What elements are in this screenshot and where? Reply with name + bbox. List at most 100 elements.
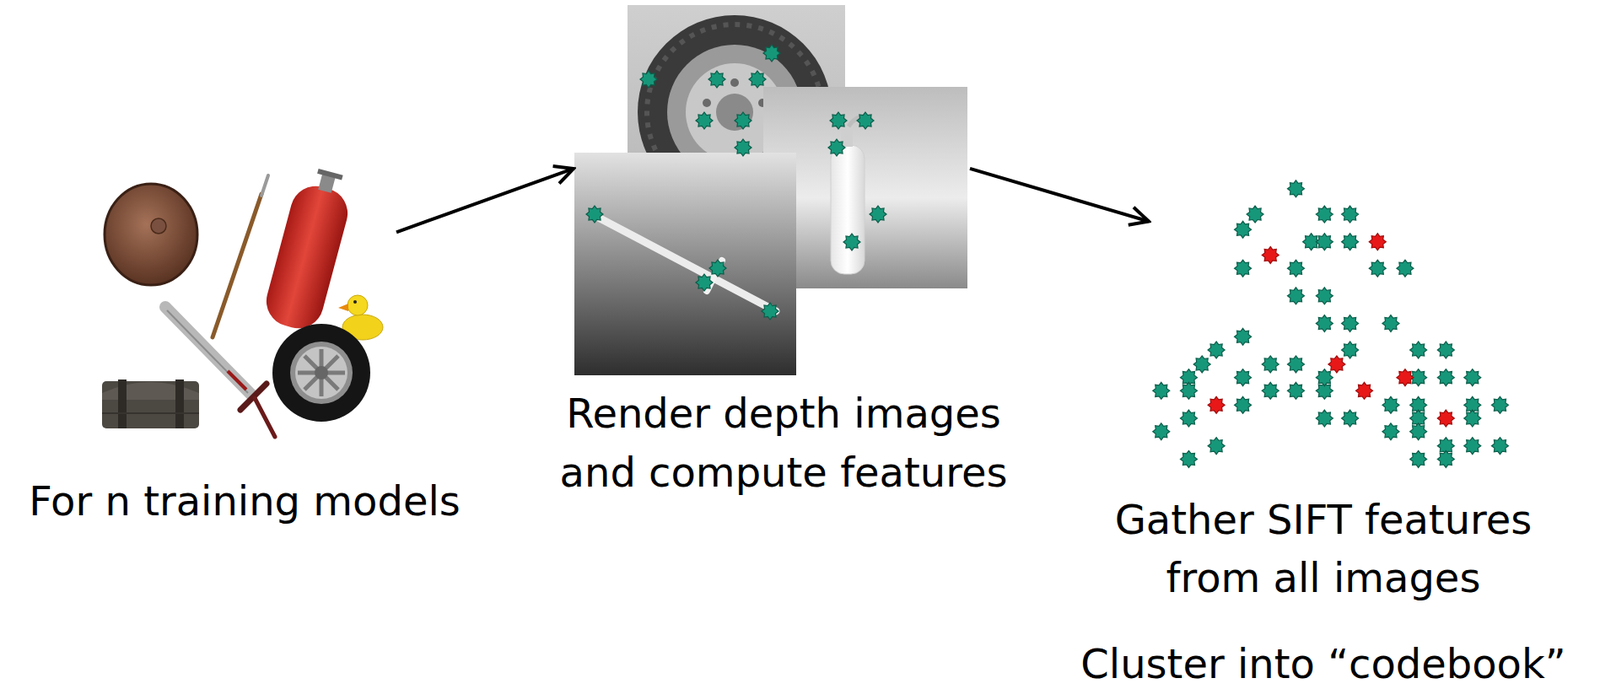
sift-feature bbox=[1437, 450, 1455, 468]
sift-feature bbox=[1179, 409, 1197, 427]
sift-feature bbox=[1207, 437, 1225, 455]
tire-spoke bbox=[304, 355, 339, 390]
extinguisher-handle bbox=[317, 168, 344, 181]
training-models bbox=[102, 164, 383, 437]
sift-feature bbox=[1287, 355, 1304, 373]
chest bbox=[102, 381, 200, 429]
sift-feature bbox=[1287, 287, 1304, 305]
codebook-center bbox=[1328, 355, 1346, 373]
sift-feature bbox=[1287, 259, 1304, 277]
depth-renders bbox=[574, 5, 968, 376]
flow-arrow bbox=[396, 168, 574, 232]
sift-feature bbox=[1234, 328, 1252, 345]
sift-feature bbox=[709, 259, 727, 277]
tire bbox=[272, 323, 371, 422]
sift-feature bbox=[1179, 450, 1197, 468]
sift-feature bbox=[1246, 205, 1264, 223]
sword-grip bbox=[254, 398, 275, 437]
sift-feature bbox=[1464, 409, 1482, 427]
tire-render-bolt bbox=[730, 78, 739, 87]
caption-holder: For n training models bbox=[8, 471, 481, 531]
stage-caption: For n training models bbox=[8, 471, 481, 531]
extinguisher-body bbox=[260, 180, 354, 335]
sift-feature bbox=[1464, 369, 1482, 387]
sift-feature bbox=[1152, 423, 1170, 441]
sift-feature bbox=[1315, 315, 1333, 333]
sift-feature bbox=[869, 205, 887, 223]
duck-eye bbox=[353, 300, 357, 304]
sift-feature bbox=[734, 139, 752, 157]
sift-feature bbox=[734, 112, 752, 130]
sift-feature bbox=[1410, 341, 1428, 359]
tire-spoke bbox=[304, 355, 339, 390]
sift-feature bbox=[695, 274, 713, 291]
sift-feature bbox=[829, 112, 847, 130]
stage: Render depth images and compute features bbox=[573, 4, 970, 376]
sift-feature bbox=[1382, 396, 1400, 414]
tire-render-hub bbox=[716, 93, 754, 131]
sift-feature bbox=[856, 112, 874, 130]
sift-feature bbox=[1287, 382, 1304, 399]
sift-feature bbox=[1234, 259, 1252, 277]
duck-beak bbox=[338, 303, 349, 312]
sift-feature bbox=[1315, 233, 1333, 251]
sift-feature bbox=[1437, 341, 1455, 359]
sift-feature bbox=[1341, 205, 1359, 223]
fire-extinguisher bbox=[260, 164, 358, 335]
sift-feature bbox=[1491, 396, 1509, 414]
sift-feature bbox=[1234, 369, 1252, 387]
sift-feature bbox=[1382, 423, 1400, 441]
codebook-center bbox=[1261, 246, 1279, 264]
sift-feature bbox=[695, 112, 713, 130]
sift-feature bbox=[1234, 220, 1252, 238]
tire-hub bbox=[314, 366, 329, 380]
stage: For n training models bbox=[92, 164, 397, 473]
sift-feature bbox=[1341, 233, 1359, 251]
sift-feature bbox=[1179, 382, 1197, 399]
tire-rim bbox=[295, 346, 348, 399]
sift-feature bbox=[1382, 315, 1400, 333]
codebook-center bbox=[1207, 396, 1225, 414]
sift-feature bbox=[1315, 205, 1333, 223]
sift-feature bbox=[708, 70, 726, 88]
sword-ornament bbox=[227, 371, 247, 390]
sift-feature-group bbox=[1152, 180, 1509, 469]
sift-feature-group bbox=[586, 44, 887, 320]
sift-feature bbox=[1341, 409, 1359, 427]
chest-plank bbox=[102, 412, 200, 415]
chest-band bbox=[175, 379, 184, 429]
codebook-center bbox=[1368, 233, 1386, 251]
chest-band bbox=[118, 379, 127, 429]
sift-feature bbox=[1368, 259, 1386, 277]
sift-feature bbox=[1315, 287, 1333, 305]
sift-feature bbox=[843, 233, 861, 251]
sift-feature bbox=[1207, 341, 1225, 359]
sift-feature bbox=[1261, 382, 1279, 399]
spear-tip bbox=[261, 175, 269, 196]
sift-feature bbox=[1410, 450, 1428, 468]
sift-feature bbox=[828, 139, 846, 157]
codebook-center bbox=[1356, 382, 1374, 399]
sift-feature bbox=[1152, 382, 1170, 399]
caption-holder: Cluster into “codebook” bbox=[1070, 638, 1577, 689]
codebook-center-group bbox=[1207, 233, 1455, 427]
sift-feature bbox=[763, 44, 781, 62]
sift-feature bbox=[1315, 409, 1333, 427]
depth-image bbox=[574, 152, 797, 376]
sift-feature bbox=[1341, 315, 1359, 333]
sift-feature bbox=[1287, 180, 1304, 198]
sword-render bbox=[592, 214, 776, 312]
spear-shaft bbox=[212, 193, 262, 338]
sift-feature bbox=[748, 70, 766, 88]
sift-feature bbox=[1396, 259, 1414, 277]
sift-feature bbox=[1464, 437, 1482, 455]
sift-feature bbox=[586, 205, 604, 223]
tire-spokes bbox=[297, 349, 345, 397]
stage-caption: Cluster into “codebook” bbox=[1070, 638, 1577, 689]
flow-arrow bbox=[969, 168, 1149, 222]
sift-feature bbox=[1410, 423, 1428, 441]
extinguisher-render bbox=[830, 145, 865, 275]
stage-caption: Render depth images and compute features bbox=[543, 383, 1024, 502]
sift-feature bbox=[1261, 355, 1279, 373]
caption-holder: Gather SIFT features from all images bbox=[1070, 490, 1577, 608]
